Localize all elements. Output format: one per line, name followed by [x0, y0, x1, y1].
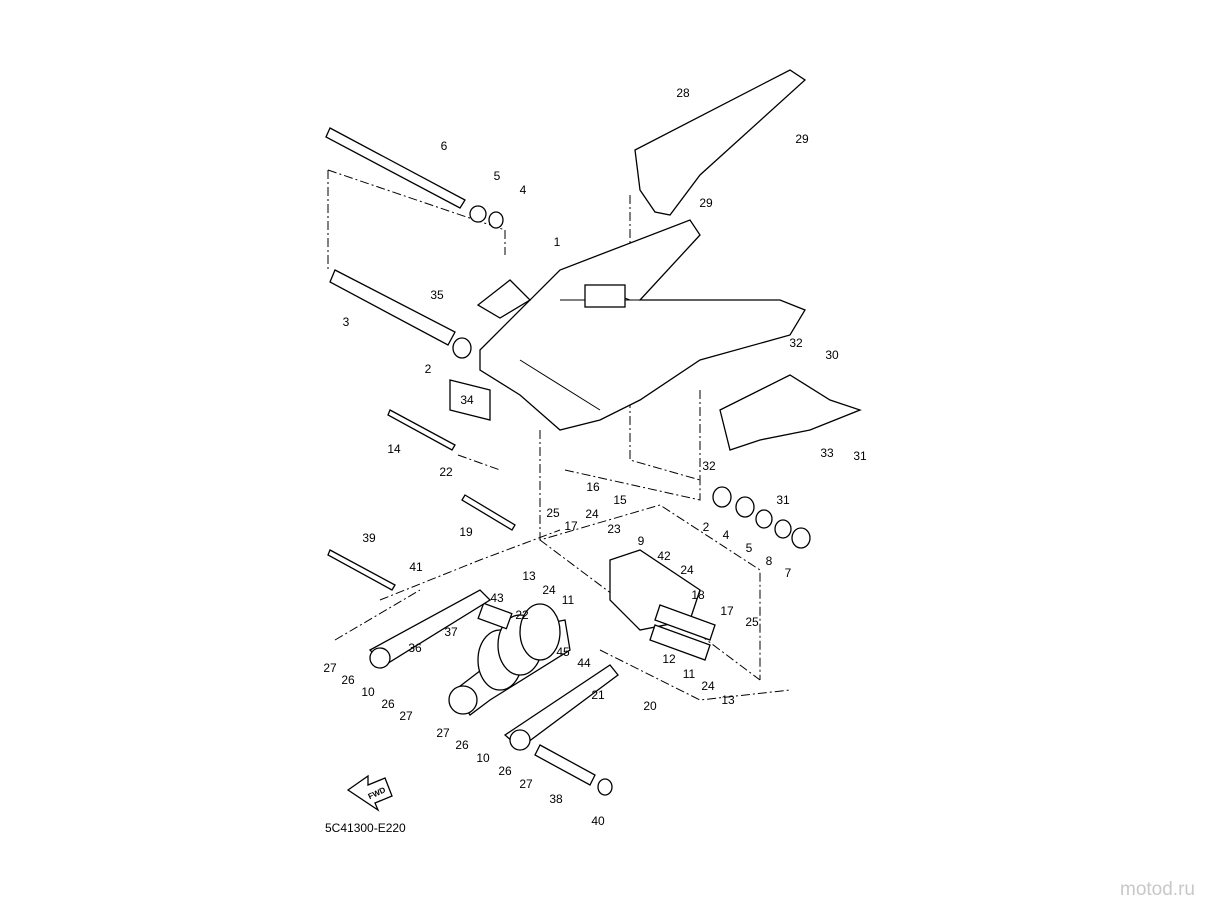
pivot-shaft-3	[329, 269, 456, 346]
callout-35: 35	[430, 288, 444, 302]
callout-2: 2	[425, 362, 432, 376]
swingarm	[479, 219, 806, 431]
callout-20: 20	[643, 699, 657, 713]
callout-10: 10	[476, 751, 490, 765]
callout-26: 26	[341, 673, 355, 687]
plate-35	[476, 279, 532, 319]
callout-24: 24	[680, 563, 694, 577]
callout-16: 16	[586, 480, 600, 494]
pivot-shaft-6	[325, 127, 466, 209]
bolt-39	[327, 549, 396, 591]
callout-21: 21	[591, 688, 605, 702]
callout-44: 44	[577, 656, 591, 670]
callout-22: 22	[439, 465, 453, 479]
callout-8: 8	[766, 554, 773, 568]
callout-11: 11	[562, 593, 575, 607]
collar-18	[654, 604, 716, 641]
callout-31: 31	[853, 449, 867, 463]
callout-39: 39	[362, 531, 376, 545]
callout-23: 23	[607, 522, 621, 536]
bolt-19	[461, 494, 516, 531]
callout-42: 42	[657, 549, 671, 563]
callout-11: 11	[683, 667, 696, 681]
callout-25: 25	[546, 506, 560, 520]
callout-31: 31	[776, 493, 790, 507]
callout-32: 32	[702, 459, 716, 473]
shaft-38	[534, 744, 596, 786]
callout-17: 17	[720, 604, 734, 618]
callout-26: 26	[498, 764, 512, 778]
callout-32: 32	[789, 336, 803, 350]
callout-4: 4	[723, 528, 730, 542]
callout-41: 41	[409, 560, 423, 574]
callout-7: 7	[785, 566, 792, 580]
bearing	[452, 337, 472, 359]
callout-13: 13	[721, 693, 735, 707]
diagram-code: 5C41300-E220	[325, 821, 406, 835]
callout-26: 26	[381, 697, 395, 711]
callout-24: 24	[585, 507, 599, 521]
guard-30	[719, 374, 862, 451]
callout-24: 24	[542, 583, 556, 597]
callout-43: 43	[490, 591, 504, 605]
callout-2: 2	[703, 520, 710, 534]
callout-29: 29	[699, 196, 713, 210]
callout-3: 3	[343, 315, 350, 329]
callout-38: 38	[549, 792, 563, 806]
callout-13: 13	[522, 569, 536, 583]
callout-5: 5	[494, 169, 501, 183]
collar-12	[649, 624, 711, 661]
callout-37: 37	[444, 625, 458, 639]
assembly-outlines	[327, 169, 791, 701]
callout-19: 19	[459, 525, 473, 539]
callout-27: 27	[436, 726, 450, 740]
callout-27: 27	[399, 709, 413, 723]
callout-12: 12	[662, 652, 676, 666]
watermark-text: motod.ru	[1120, 879, 1195, 900]
swingarm-slot	[584, 284, 626, 308]
washer	[469, 205, 487, 223]
callout-28: 28	[676, 86, 690, 100]
rear-shock-absorber	[448, 602, 571, 716]
callout-27: 27	[519, 777, 533, 791]
callout-27: 27	[323, 661, 337, 675]
callout-14: 14	[387, 442, 401, 456]
callout-26: 26	[455, 738, 469, 752]
callout-29: 29	[795, 132, 809, 146]
callout-34: 34	[460, 393, 474, 407]
callout-1: 1	[554, 235, 561, 249]
chain-case	[634, 69, 807, 216]
callout-45: 45	[556, 645, 570, 659]
callout-9: 9	[638, 534, 645, 548]
bearing-set-right	[712, 486, 811, 549]
fwd-arrow-icon: FWD	[346, 774, 393, 812]
callout-33: 33	[820, 446, 834, 460]
cover-34	[449, 379, 491, 421]
callout-24: 24	[701, 679, 715, 693]
callout-36: 36	[408, 641, 422, 655]
callout-4: 4	[520, 183, 527, 197]
callout-10: 10	[361, 685, 375, 699]
collar	[488, 211, 504, 229]
callout-40: 40	[591, 814, 605, 828]
callout-25: 25	[745, 615, 759, 629]
callout-17: 17	[564, 519, 578, 533]
callout-30: 30	[825, 348, 839, 362]
bolt-14	[387, 409, 456, 451]
callout-5: 5	[746, 541, 753, 555]
callout-18: 18	[691, 588, 705, 602]
callout-22: 22	[515, 608, 529, 622]
callout-15: 15	[613, 493, 627, 507]
callout-6: 6	[441, 139, 448, 153]
